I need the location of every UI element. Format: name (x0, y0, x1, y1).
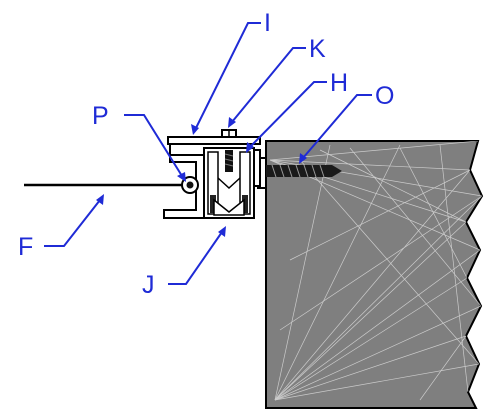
callout-F: F (18, 233, 33, 261)
leader-I (191, 22, 261, 135)
leader-H (246, 81, 327, 153)
leader-J (168, 226, 226, 285)
leader-P (124, 114, 186, 182)
leader-F (44, 194, 104, 247)
leader-K (228, 47, 306, 128)
callout-H: H (330, 69, 348, 97)
extrusion-profile (163, 129, 261, 219)
callout-P: P (92, 102, 109, 130)
callout-I: I (264, 9, 271, 37)
callout-K: K (309, 35, 326, 63)
leader-O (299, 94, 372, 164)
callout-J: J (142, 271, 155, 299)
substrate-block (265, 140, 484, 409)
callout-O: O (375, 82, 394, 110)
